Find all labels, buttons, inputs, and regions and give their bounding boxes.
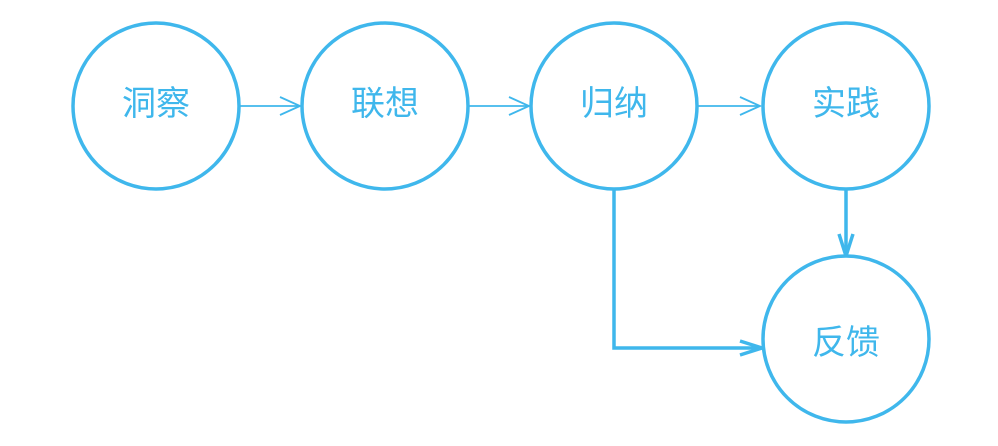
node-observe-label: 洞察 — [122, 84, 190, 124]
node-induce: 归纳 — [529, 21, 699, 191]
edge-induce-to-feedback — [612, 190, 762, 350]
node-feedback: 反馈 — [761, 254, 931, 424]
edges-layer — [240, 96, 855, 357]
node-practice-circle — [761, 21, 931, 191]
node-associate: 联想 — [300, 21, 470, 191]
node-associate-label: 联想 — [351, 84, 419, 124]
node-feedback-label: 反馈 — [812, 323, 880, 363]
node-associate-circle — [300, 21, 470, 191]
node-feedback-circle — [761, 254, 931, 424]
node-practice: 实践 — [761, 21, 931, 191]
node-observe: 洞察 — [71, 21, 241, 191]
arrowhead-induce-to-practice-icon — [739, 96, 763, 116]
node-practice-label: 实践 — [812, 84, 880, 124]
node-induce-circle — [529, 21, 699, 191]
nodes-layer: 洞察 联想 归纳 实践 反馈 — [71, 21, 931, 424]
arrowhead-observe-to-associate-icon — [279, 96, 303, 116]
node-observe-circle — [71, 21, 241, 191]
node-induce-label: 归纳 — [580, 84, 648, 124]
arrowhead-associate-to-induce-icon — [508, 96, 532, 116]
